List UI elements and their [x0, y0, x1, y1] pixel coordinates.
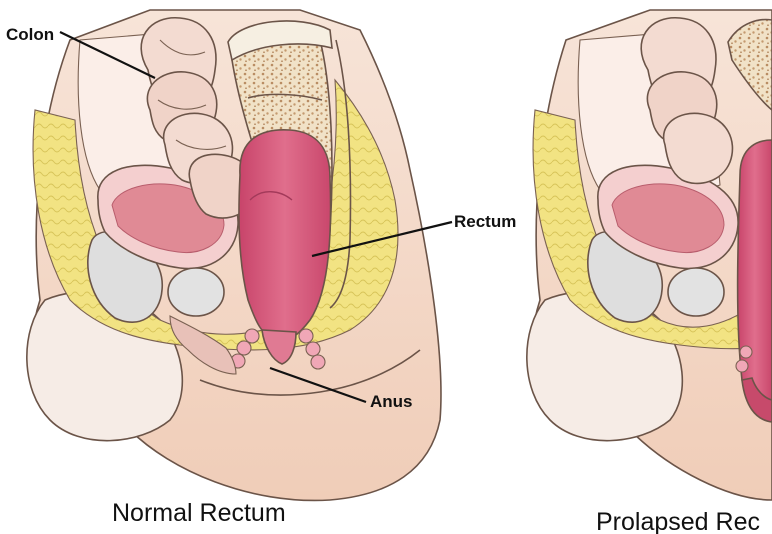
prolapsed-rectum-caption: Prolapsed Rec	[596, 508, 760, 534]
prostate	[168, 268, 224, 316]
prolapsed-rectum	[738, 140, 772, 420]
normal-rectum-caption: Normal Rectum	[112, 499, 286, 527]
rectum	[239, 130, 331, 341]
normal-rectum-panel: Colon Rectum Anus Normal Rectum	[6, 10, 516, 527]
rectum-label: Rectum	[454, 212, 516, 231]
prolapsed-rectum-panel: Prolapsed Rec	[527, 10, 772, 534]
anus-label: Anus	[370, 392, 413, 411]
prostate-right	[668, 268, 724, 316]
colon-label: Colon	[6, 25, 54, 44]
